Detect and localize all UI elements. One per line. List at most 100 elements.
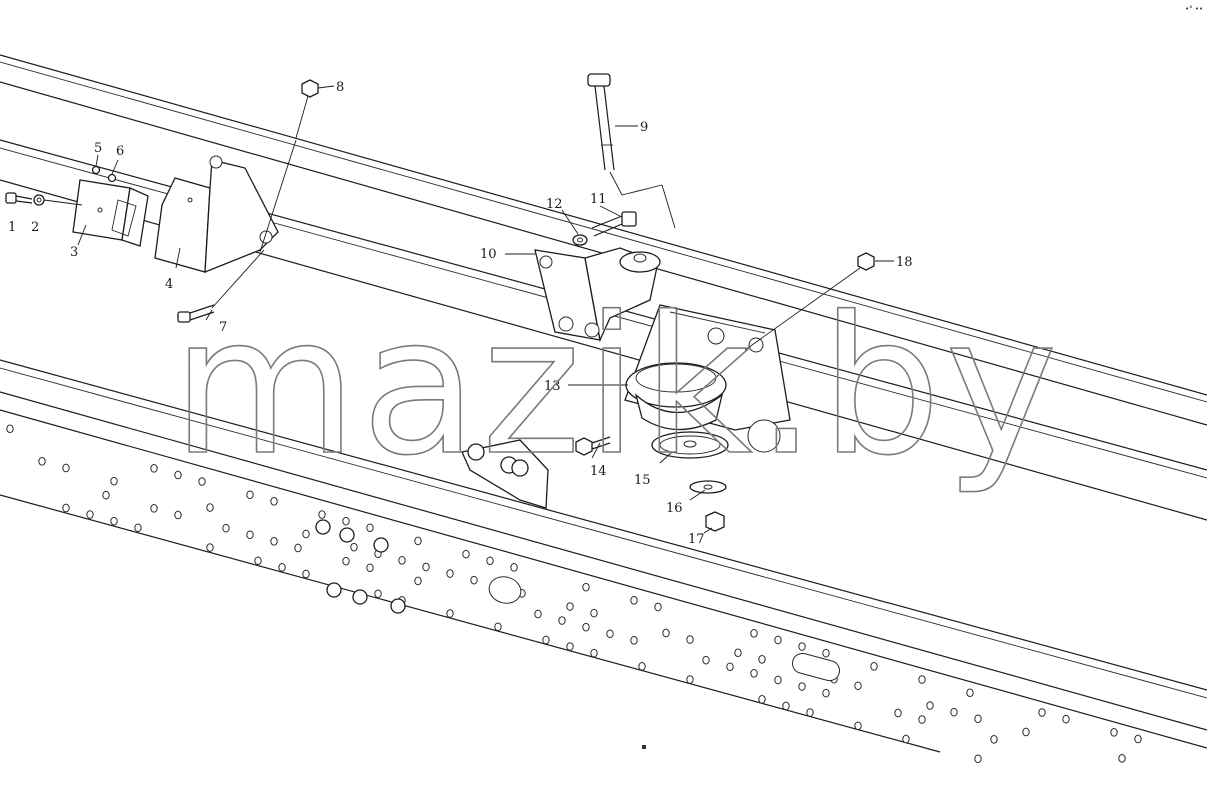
screw-part-6 bbox=[107, 173, 117, 183]
perforation-hole bbox=[798, 642, 806, 651]
perforation-hole bbox=[590, 608, 598, 618]
perforation-hole bbox=[350, 542, 358, 552]
mount-bracket-part-4 bbox=[154, 155, 279, 273]
perforation-hole bbox=[630, 596, 638, 605]
rail-perforations bbox=[6, 424, 1142, 764]
perforation-hole bbox=[6, 424, 14, 434]
perforation-hole bbox=[422, 562, 430, 572]
perforation-hole bbox=[638, 662, 646, 671]
crossmember-bracket bbox=[461, 439, 549, 509]
perforation-hole bbox=[150, 504, 158, 513]
callout-7: 7 bbox=[219, 320, 227, 335]
rail-slots bbox=[488, 576, 841, 682]
callout-15: 15 bbox=[634, 473, 651, 488]
nut-part-17 bbox=[705, 511, 725, 532]
callout-17: 17 bbox=[688, 532, 705, 547]
perforation-hole bbox=[446, 609, 454, 618]
bolt-part-11 bbox=[591, 211, 637, 237]
perforation-hole bbox=[462, 549, 470, 559]
perforation-hole bbox=[774, 635, 782, 645]
perforation-hole bbox=[414, 536, 422, 546]
perforation-hole bbox=[902, 734, 910, 744]
small-mark bbox=[642, 745, 646, 749]
callout-8: 8 bbox=[336, 80, 344, 95]
perforation-hole bbox=[990, 735, 998, 744]
perforation-hole bbox=[302, 529, 310, 539]
screw-part-5 bbox=[91, 165, 101, 175]
perforation-hole bbox=[150, 464, 158, 473]
perforation-hole bbox=[582, 622, 590, 632]
perforation-hole bbox=[918, 715, 926, 724]
rubber-insulator-part-13 bbox=[625, 362, 727, 431]
perforation-hole bbox=[1118, 754, 1126, 763]
perforation-hole bbox=[206, 543, 214, 552]
perforation-hole bbox=[366, 563, 374, 573]
corner-mark: •° •• bbox=[1185, 5, 1203, 13]
bolt-part-14 bbox=[575, 436, 611, 456]
perforation-hole bbox=[822, 688, 830, 698]
perforation-hole bbox=[654, 602, 662, 612]
watermark-text: mazik.by bbox=[172, 276, 1062, 497]
perforation-hole bbox=[750, 669, 758, 678]
perforation-hole bbox=[726, 662, 734, 672]
bolt-part-7 bbox=[177, 304, 215, 323]
perforation-hole bbox=[974, 754, 982, 764]
perforation-hole bbox=[1110, 728, 1118, 737]
perforation-hole bbox=[630, 636, 638, 645]
callout-9: 9 bbox=[640, 120, 648, 135]
callout-3: 3 bbox=[70, 245, 78, 260]
perforation-hole bbox=[758, 695, 766, 704]
perforation-hole bbox=[918, 675, 926, 684]
callout-12: 12 bbox=[546, 197, 563, 212]
perforation-hole bbox=[566, 642, 574, 651]
perforation-hole bbox=[62, 463, 70, 473]
callout-18: 18 bbox=[896, 255, 913, 270]
perforation-hole bbox=[542, 635, 550, 645]
perforation-hole bbox=[854, 681, 862, 691]
callout-labels: 1 2 3 4 5 6 7 8 9 10 11 12 13 14 15 16 1… bbox=[8, 80, 913, 547]
perforation-hole bbox=[566, 602, 574, 611]
perforation-hole bbox=[270, 537, 278, 546]
perforation-hole bbox=[774, 675, 782, 685]
perforation-hole bbox=[198, 477, 206, 486]
callout-6: 6 bbox=[116, 144, 124, 159]
callout-13: 13 bbox=[544, 379, 561, 394]
bolt-part-1 bbox=[5, 192, 33, 204]
perforation-hole bbox=[510, 563, 518, 572]
perforation-hole bbox=[318, 510, 326, 519]
perforation-hole bbox=[486, 556, 494, 566]
nut-part-8 bbox=[301, 79, 319, 98]
perforation-hole bbox=[206, 503, 214, 512]
perforation-hole bbox=[342, 516, 350, 526]
mount-bracket-part-10 bbox=[534, 247, 661, 343]
washer-part-16 bbox=[689, 480, 727, 494]
perforation-hole bbox=[806, 708, 814, 717]
rubber-cushion-part-3 bbox=[72, 179, 149, 247]
rail-nuts bbox=[315, 519, 406, 614]
perforation-hole bbox=[38, 457, 46, 466]
perforation-hole bbox=[702, 655, 710, 665]
callout-16: 16 bbox=[666, 501, 683, 516]
callout-5: 5 bbox=[94, 141, 102, 156]
perforation-hole bbox=[246, 530, 254, 540]
perforation-hole bbox=[278, 563, 286, 572]
perforation-hole bbox=[366, 523, 374, 533]
perforation-hole bbox=[606, 629, 614, 639]
perforation-hole bbox=[110, 516, 118, 526]
perforation-hole bbox=[950, 707, 958, 717]
callout-11: 11 bbox=[590, 192, 607, 207]
perforation-hole bbox=[102, 490, 110, 500]
leader-lines bbox=[43, 85, 894, 534]
perforation-hole bbox=[222, 523, 230, 533]
perforation-hole bbox=[1062, 714, 1070, 724]
perforation-hole bbox=[854, 721, 862, 731]
perforation-hole bbox=[926, 701, 934, 710]
perforation-hole bbox=[734, 648, 742, 658]
perforation-hole bbox=[398, 556, 406, 565]
perforation-hole bbox=[974, 714, 982, 724]
perforation-hole bbox=[110, 476, 118, 486]
perforation-hole bbox=[582, 582, 590, 592]
front-mount-assembly bbox=[5, 155, 279, 323]
perforation-hole bbox=[174, 470, 182, 480]
callout-2: 2 bbox=[31, 220, 39, 235]
